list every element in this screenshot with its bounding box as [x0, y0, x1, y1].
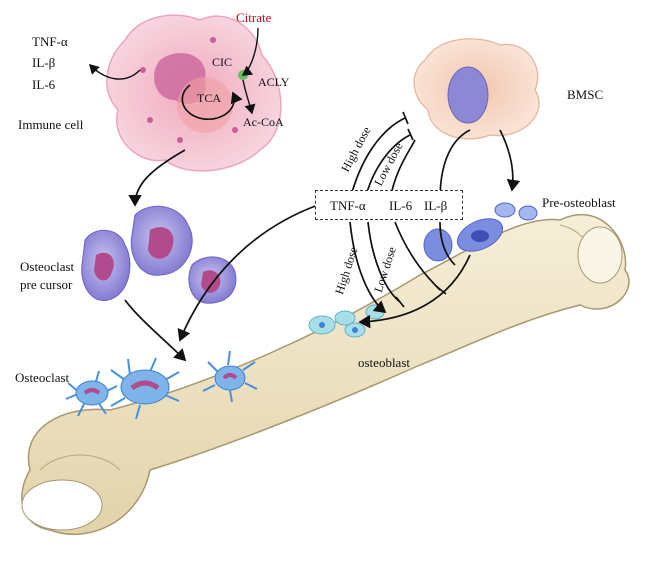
- cytokine-il-beta-label: IL-β: [424, 198, 448, 213]
- secreted-tnf-label: TNF-α: [32, 34, 68, 49]
- citrate-label: Citrate: [236, 10, 272, 25]
- pre-osteoblast-cells: [423, 202, 538, 262]
- osteoclast-precursor-cells: [81, 205, 237, 304]
- osteoclast-cells: [65, 350, 258, 420]
- tca-label: TCA: [197, 91, 221, 105]
- acly-label: ACLY: [258, 75, 290, 89]
- tca-cycle-loop: [181, 84, 243, 120]
- bone-illustration: [21, 213, 630, 535]
- pathway-arrows: [124, 111, 521, 362]
- bmsc-cell: [413, 38, 540, 140]
- secreted-il-beta-label: IL-β: [32, 55, 56, 70]
- cytokine-il6-label: IL-6: [389, 198, 413, 213]
- cic-label: CIC: [212, 55, 233, 69]
- osteoblast-label: osteoblast: [358, 355, 410, 370]
- secreted-il6-label: IL-6: [32, 77, 56, 92]
- immune-cell: [106, 14, 282, 172]
- cytokine-tnf-label: TNF-α: [330, 198, 366, 213]
- accoa-label: Ac-CoA: [243, 115, 284, 129]
- osteoclast-precursor-label: Osteoclast pre cursor: [20, 259, 75, 292]
- pre-osteoblast-label: Pre-osteoblast: [542, 195, 616, 210]
- cytokine-box: [315, 190, 463, 220]
- bmsc-label: BMSC: [567, 87, 604, 102]
- osteoclast-label: Osteoclast: [15, 370, 70, 385]
- immune-cell-label: Immune cell: [18, 117, 84, 132]
